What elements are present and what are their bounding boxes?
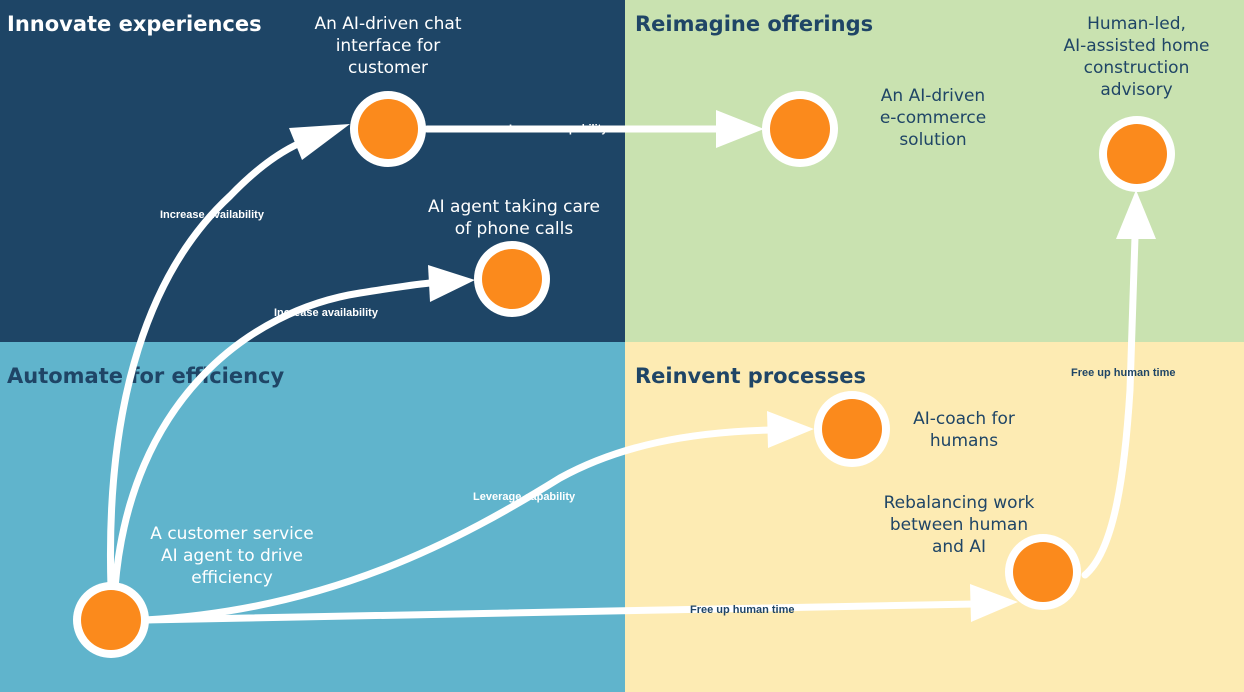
arrow-service-to-phone — [111, 279, 434, 592]
label-ecommerce: An AI-driven e-commerce solution — [848, 85, 1018, 151]
label-service-line: A customer service — [150, 524, 314, 544]
label-advisory-line: AI-assisted home — [1063, 36, 1210, 56]
heading-reinvent-processes: Reinvent processes — [635, 364, 867, 388]
label-chat-line: customer — [347, 58, 429, 78]
arrowhead-chat — [289, 124, 350, 160]
edge-label-to-rebalance: Free up human time — [690, 604, 795, 616]
node-ecommerce — [762, 91, 838, 167]
label-coach-line: humans — [929, 431, 999, 451]
arrowhead-phone — [428, 265, 475, 302]
edge-label-to-phone: Increase availability — [274, 307, 378, 319]
label-advisory-line: construction — [1083, 58, 1190, 78]
label-rebalance-line: and AI — [931, 537, 987, 557]
quadrant-reinvent — [625, 342, 1244, 692]
label-rebalance-line: between human — [889, 515, 1029, 535]
label-coach-line: AI-coach for — [913, 409, 1015, 429]
heading-innovate-experiences: Innovate experiences — [7, 12, 262, 36]
heading-automate-for-efficiency: Automate for efficiency — [7, 364, 285, 388]
label-rebalance: Rebalancing work between human and AI — [860, 492, 1058, 558]
node-chat — [350, 91, 426, 167]
label-advisory: Human-led, AI-assisted home construction… — [1044, 13, 1229, 101]
node-coach — [814, 391, 890, 467]
label-service-line: AI agent to drive — [160, 546, 304, 566]
label-ecommerce-line: An AI-driven — [880, 86, 986, 106]
label-service: A customer service AI agent to drive eff… — [132, 523, 332, 589]
edge-label-to-chat: Increase availability — [160, 209, 264, 221]
arrow-service-to-coach — [141, 426, 776, 624]
heading-reimagine-offerings: Reimagine offerings — [635, 12, 874, 36]
label-coach: AI-coach for humans — [889, 408, 1039, 452]
node-advisory — [1099, 116, 1175, 192]
label-ecommerce-line: solution — [899, 130, 967, 150]
label-ecommerce-line: e-commerce — [879, 108, 987, 128]
arrow-rebalance-to-advisory — [1081, 233, 1139, 579]
label-phone-line: AI agent taking care — [427, 197, 601, 217]
label-chat-line: interface for — [335, 36, 441, 56]
label-advisory-line: Human-led, — [1087, 14, 1186, 34]
label-chat: An AI-driven chat interface for customer — [288, 13, 488, 79]
arrowhead-coach — [767, 411, 814, 448]
edge-label-to-advisory: Free up human time — [1071, 367, 1176, 379]
label-phone: AI agent taking care of phone calls — [404, 196, 624, 240]
edge-label-to-ecommerce: Increase capability — [509, 123, 608, 135]
label-rebalance-line: Rebalancing work — [883, 493, 1035, 513]
node-rebalance — [1005, 534, 1081, 610]
edge-label-to-coach: Leverage capability — [473, 491, 576, 503]
node-phone — [474, 241, 550, 317]
label-phone-line: of phone calls — [454, 219, 574, 239]
arrowhead-advisory — [1116, 190, 1156, 239]
arrowhead-ecommerce — [716, 110, 764, 148]
node-service — [73, 582, 149, 658]
arrow-service-to-rebalance — [141, 600, 979, 624]
label-advisory-line: advisory — [1100, 80, 1173, 100]
arrow-service-to-chat — [106, 139, 304, 592]
label-chat-line: An AI-driven chat — [314, 14, 462, 34]
label-service-line: efficiency — [191, 568, 273, 588]
arrowhead-rebalance — [970, 584, 1018, 622]
